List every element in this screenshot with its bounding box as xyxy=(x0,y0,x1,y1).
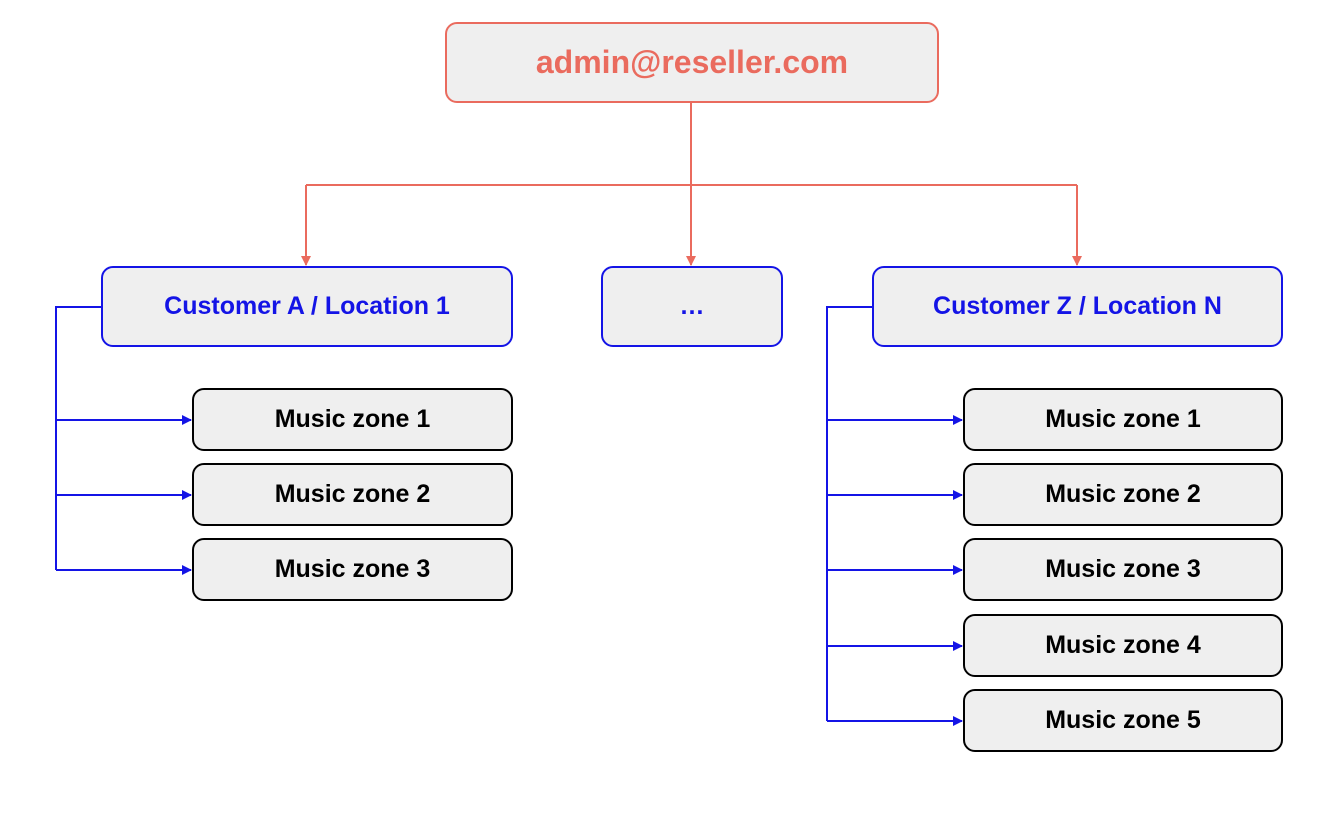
customer-z-zone-5: Music zone 5 xyxy=(963,689,1283,752)
customer-z-zone-3: Music zone 3 xyxy=(963,538,1283,601)
customer-z-zone-1: Music zone 1 xyxy=(963,388,1283,451)
customer-z-zone-2: Music zone 2 xyxy=(963,463,1283,526)
root-node-admin: admin@reseller.com xyxy=(445,22,939,103)
customer-node-z: Customer Z / Location N xyxy=(872,266,1283,347)
customer-node-a: Customer A / Location 1 xyxy=(101,266,513,347)
root-connectors xyxy=(301,103,1082,266)
customer-a-trunk-line xyxy=(55,306,101,570)
customer-z-zone-4: Music zone 4 xyxy=(963,614,1283,677)
customer-node-ellipsis: … xyxy=(601,266,783,347)
customer-a-zone-3: Music zone 3 xyxy=(192,538,513,601)
customer-z-trunk-line xyxy=(826,306,872,721)
customer-a-zone-1: Music zone 1 xyxy=(192,388,513,451)
customer-a-connectors xyxy=(55,306,192,575)
customer-z-connectors xyxy=(826,306,963,726)
customer-a-zone-2: Music zone 2 xyxy=(192,463,513,526)
